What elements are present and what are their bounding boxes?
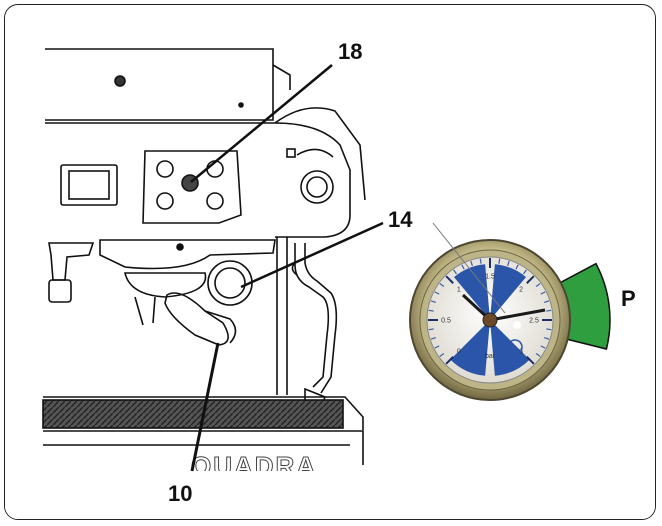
gauge-needle-right xyxy=(489,308,546,322)
machine-top-panel xyxy=(45,48,274,121)
gauge-indicator-dot xyxy=(513,321,521,329)
callout-p: P xyxy=(621,286,636,311)
gauge-tick xyxy=(535,283,541,287)
panel-button-4 xyxy=(156,192,174,210)
panel-button-5 xyxy=(206,192,224,210)
gauge-tick xyxy=(523,269,527,275)
gauge-tick xyxy=(526,356,535,365)
bottom-mask xyxy=(5,471,655,519)
leader-line-18 xyxy=(190,64,333,183)
knob-arrow xyxy=(296,148,334,158)
machine-side-curve xyxy=(274,107,366,201)
drip-tray-edge xyxy=(43,396,364,430)
top-dot xyxy=(238,102,244,108)
gauge-tick xyxy=(535,353,541,357)
gauge-tick-label: 0.5 xyxy=(441,318,451,325)
gauge-tick xyxy=(515,264,519,270)
gauge-hub xyxy=(482,312,498,328)
diagram-canvas: QUADRA 00.511.522.53 bar 18 14 10 P xyxy=(5,39,655,519)
gauge-tick xyxy=(430,300,436,303)
gauge-tick xyxy=(470,260,473,266)
left-wand-knob xyxy=(48,279,72,303)
gauge-tick-label: 1.5 xyxy=(485,274,495,281)
gauge-tick-labels: 0 0.5 1 1.5 2 2.5 3 xyxy=(441,274,539,356)
gauge-tick xyxy=(526,275,535,284)
espresso-machine-drawing xyxy=(42,48,366,465)
steam-pipe-inner xyxy=(304,243,338,394)
leader-line-14 xyxy=(240,221,384,289)
display-inner xyxy=(68,170,110,200)
machine-body xyxy=(45,122,351,238)
machine-lower-body xyxy=(43,430,364,465)
gauge-blue-zone xyxy=(450,320,490,376)
side-column xyxy=(276,237,288,395)
drip-tray-grid xyxy=(42,399,344,429)
leader-line-10 xyxy=(190,342,220,472)
gauge-tick xyxy=(546,328,552,331)
gauge-tick xyxy=(546,309,552,312)
gauge-tick-label: 2 xyxy=(519,286,523,293)
gauge-tick xyxy=(434,291,440,295)
machine-gauge-face xyxy=(214,267,246,299)
gauge-tick xyxy=(445,356,454,365)
callout-18: 18 xyxy=(338,39,362,64)
left-wand-body xyxy=(48,242,95,281)
callout-14: 14 xyxy=(388,207,413,232)
group-screw xyxy=(176,243,184,251)
gauge-tick xyxy=(540,291,546,295)
steam-knob-cap xyxy=(306,176,328,198)
gauge-unit-label: bar xyxy=(485,353,496,360)
panel-button-1 xyxy=(156,160,174,178)
gauge-tick xyxy=(540,345,546,349)
machine-top-edge xyxy=(272,64,291,90)
gauge-tick xyxy=(507,260,510,266)
callout-10: 10 xyxy=(168,481,192,506)
gauge-tick-label: 3 xyxy=(519,349,523,356)
gauge-tick xyxy=(428,309,434,312)
gauge-tick xyxy=(544,300,550,303)
display-window xyxy=(60,164,118,206)
gauge-tick xyxy=(461,264,465,270)
gauge-tick xyxy=(544,337,550,340)
gauge-tick xyxy=(439,283,445,287)
button-panel xyxy=(142,150,242,224)
portafilter-handle xyxy=(164,292,229,346)
gauge-ticks xyxy=(428,258,552,365)
gauge-tick xyxy=(445,275,454,284)
handle-grip xyxy=(204,310,237,344)
portafilter-spouts xyxy=(134,296,156,326)
leader-line-gauge xyxy=(432,222,506,314)
gauge-tick xyxy=(479,258,482,264)
portafilter-basket xyxy=(123,272,207,298)
gauge-tick-label: 0 xyxy=(457,349,461,356)
steam-pipe-outer xyxy=(294,243,330,388)
gauge-blue-zone xyxy=(454,264,490,320)
gauge-tick xyxy=(434,345,440,349)
gauge-tick-label: 2.5 xyxy=(529,318,539,325)
gauge-tick xyxy=(453,269,457,275)
gauge-tick xyxy=(428,328,434,331)
pressure-gauge: 0 0.5 1 1.5 2 2.5 3 bar xyxy=(409,239,611,401)
gauge-tick xyxy=(430,337,436,340)
steam-knob xyxy=(300,170,334,204)
knob-symbol xyxy=(286,148,296,158)
top-screw xyxy=(114,75,126,87)
gauge-tick xyxy=(498,258,501,264)
gauge-logo xyxy=(507,339,523,355)
group-head xyxy=(99,239,276,270)
gauge-tick xyxy=(439,353,445,357)
gauge-tick-label: 1 xyxy=(457,286,461,293)
gauge-blue-zone xyxy=(490,320,530,376)
